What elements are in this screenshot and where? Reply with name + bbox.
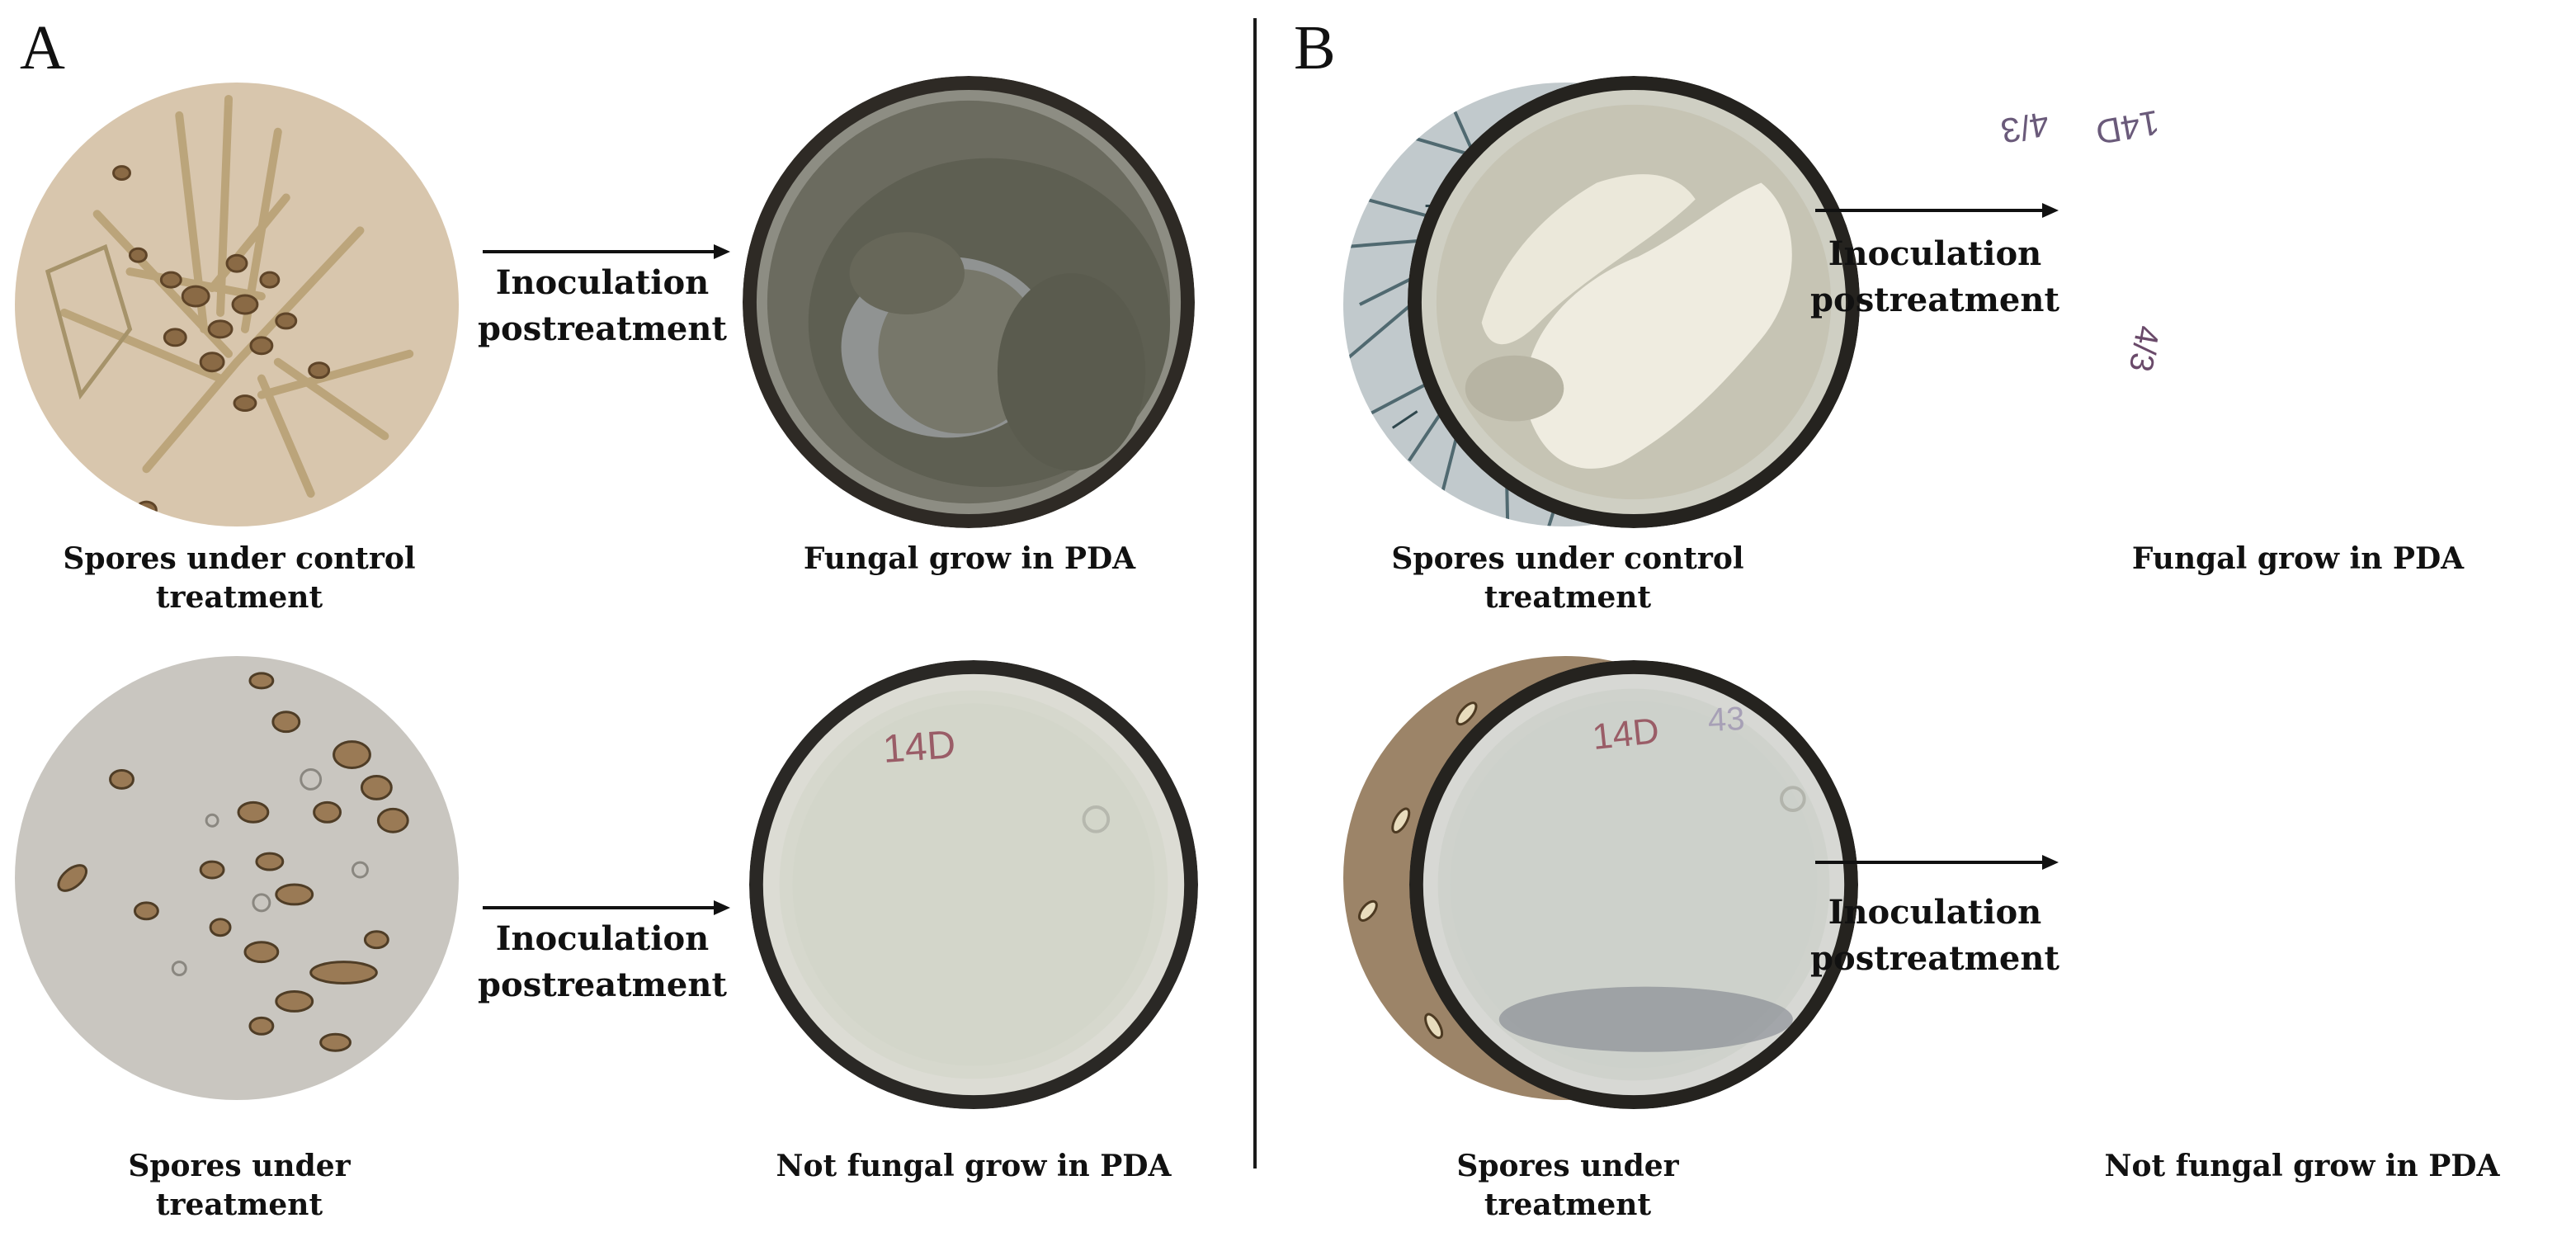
caption-a-top-left: Spores under control treatment <box>63 541 416 615</box>
arrow-b-top <box>1815 203 2059 218</box>
arrow-b-bottom <box>1815 855 2059 870</box>
petri-plate-a-growth <box>743 76 1195 528</box>
panel-letter-b: B <box>1294 13 1336 83</box>
caption-a-bottom-left: Spores under treatment <box>128 1149 351 1222</box>
arrow-label-a-bottom: Inoculation postreatment <box>478 919 727 1004</box>
caption-b-bottom-left: Spores under treatment <box>1456 1149 1679 1222</box>
arrow-label-a-top: Inoculation postreatment <box>478 263 727 348</box>
arrow-a-top <box>483 244 730 259</box>
caption-a-bottom-right: Not fungal grow in PDA <box>776 1149 1172 1183</box>
panel-letter-a: A <box>20 13 65 83</box>
handwriting-b-top-1: 4/3 <box>1998 104 2053 151</box>
arrow-label-b-bottom: Inoculation postreatment <box>1810 893 2059 978</box>
micrograph-a-control <box>15 83 459 526</box>
petri-plate-b-no-growth <box>1409 660 1858 1109</box>
handwriting-a-bottom: 14D <box>881 722 957 772</box>
handwriting-b-bottom-2: 43 <box>1706 700 1746 739</box>
handwriting-b-bottom-1: 14D <box>1590 710 1662 758</box>
petri-plate-a-no-growth <box>749 660 1198 1109</box>
handwriting-b-top-3: 4/3 <box>2121 323 2166 375</box>
arrow-a-bottom <box>483 900 730 915</box>
petri-plate-b-growth <box>1408 76 1860 528</box>
caption-b-bottom-right: Not fungal grow in PDA <box>2104 1149 2500 1183</box>
panel-divider <box>1253 18 1257 1169</box>
micrograph-a-treated <box>15 656 459 1100</box>
handwriting-b-top-2: 14D <box>2092 102 2163 153</box>
caption-b-top-left: Spores under control treatment <box>1391 541 1744 615</box>
caption-a-top-right: Fungal grow in PDA <box>803 541 1136 576</box>
caption-b-top-right: Fungal grow in PDA <box>2131 541 2465 576</box>
arrow-label-b-top: Inoculation postreatment <box>1810 234 2059 319</box>
